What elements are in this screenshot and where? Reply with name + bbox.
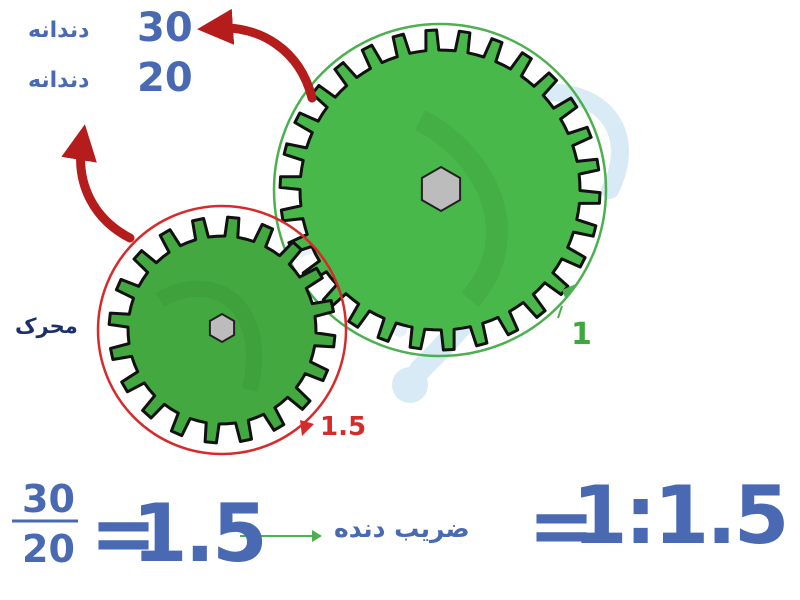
driver-gear-rotation-ring [96,204,348,456]
fraction-numerator: 30 [22,477,75,521]
driver-role-label: محرک [15,314,78,338]
driven-gear-rotation-ring [272,22,608,358]
driver-teeth-count: 20 [137,55,193,101]
driven-gear-hub [420,165,462,213]
fraction-denominator: 20 [22,527,75,571]
driven-rotation-arrowhead [562,284,576,300]
driven-teeth-count: 30 [137,5,193,51]
formula-equals: = [90,487,157,580]
formula-result: 1.5 [132,487,268,580]
driver-rotation-label: 1.5 [320,412,367,442]
gear-ratio-value: 1:1.5 [572,469,789,562]
driven-rotation-tick [557,305,563,319]
driver-teeth-unit: دندانه [28,68,90,93]
formula-arrow [240,530,322,542]
driven-rotation-label: 1 [571,317,592,352]
gear-ratio-label: ضریب دنده [334,514,470,543]
ratio-equals: = [528,479,595,572]
driven-teeth-arrow [197,8,317,103]
driver-gear-hub [208,312,236,344]
driver-rotation-arrowhead [300,420,314,436]
driven-teeth-unit: دندانه [28,18,90,43]
driver-gear [96,204,348,456]
driver-teeth-arrow [61,124,135,243]
driven-gear [272,22,608,358]
